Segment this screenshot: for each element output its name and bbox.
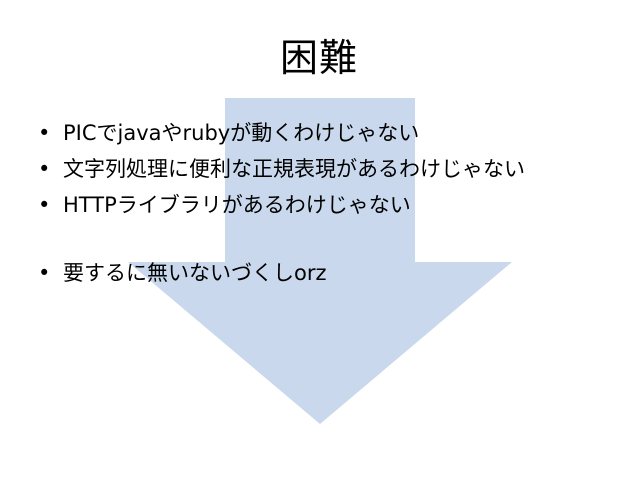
bullet-text: HTTPライブラリがあるわけじゃない — [63, 193, 411, 217]
bullet-item: • HTTPライブラリがあるわけじゃない — [38, 190, 598, 220]
bullet-item: • 文字列処理に便利な正規表現があるわけじゃない — [38, 154, 598, 184]
slide-title: 困難 — [279, 36, 358, 80]
bullet-text: PICでjavaやrubyが動くわけじゃない — [63, 121, 420, 145]
bullet-text: 文字列処理に便利な正規表現があるわけじゃない — [63, 157, 525, 181]
bullet-dot-icon: • — [38, 261, 51, 285]
bullet-item: • PICでjavaやrubyが動くわけじゃない — [38, 118, 598, 148]
bullet-item: • 要するに無いないづくしorz — [38, 258, 598, 288]
bullet-dot-icon: • — [38, 193, 51, 217]
bullet-text: 要するに無いないづくしorz — [63, 261, 327, 285]
bullet-dot-icon: • — [38, 157, 51, 181]
bullet-dot-icon: • — [38, 121, 51, 145]
bullet-list: • PICでjavaやrubyが動くわけじゃない • 文字列処理に便利な正規表現… — [38, 118, 598, 294]
